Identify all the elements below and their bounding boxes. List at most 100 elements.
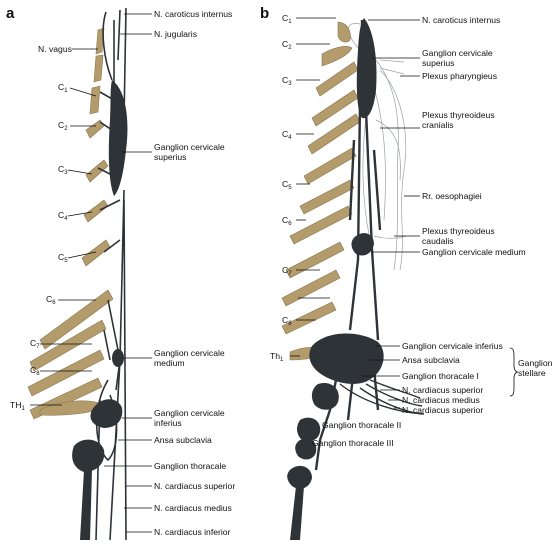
root-main: C bbox=[58, 164, 64, 174]
root-subscript: 8 bbox=[36, 371, 40, 377]
root-label-b-9: Th1 bbox=[270, 351, 284, 363]
panel-b-plexus-fibers bbox=[348, 23, 407, 271]
label-b-card-sup: N. cardiacus superior bbox=[402, 385, 483, 395]
ganglion-cervicale-superius-a bbox=[108, 80, 128, 196]
panel-b-root-labels: C1 C2 C3 C4 C5 C6 C7 C8 Th1 bbox=[270, 13, 292, 363]
root-label-b-4: C4 bbox=[282, 129, 292, 141]
ganglion-thoracale-ii-b bbox=[311, 382, 339, 410]
panel-b-cardiac-nerves bbox=[339, 379, 425, 415]
label-b-gcm: Ganglion cervicale medium bbox=[422, 247, 526, 257]
root-label-b-8: C8 bbox=[282, 315, 292, 327]
panel-a-ganglia bbox=[72, 80, 128, 540]
label-b-card-med: N. cardiacus medius bbox=[402, 395, 480, 405]
label-a-card-med: N. cardiacus medius bbox=[154, 503, 232, 513]
ganglion-cervicale-superius-b bbox=[356, 18, 377, 119]
label-a-ansa: Ansa subclavia bbox=[154, 435, 212, 445]
panel-a-nerve-roots bbox=[27, 27, 114, 420]
panel-b-ganglia bbox=[287, 18, 384, 540]
panel-b: b bbox=[260, 5, 553, 540]
root-main: Th bbox=[270, 351, 280, 361]
root-label-b-6: C6 bbox=[282, 215, 292, 227]
root-subscript: 3 bbox=[64, 170, 68, 176]
panel-a-labels: N. caroticus internus N. jugularis N. va… bbox=[38, 9, 235, 537]
label-a-jugularis: N. jugularis bbox=[154, 29, 197, 39]
stellare-brace bbox=[509, 347, 519, 397]
root-subscript: 8 bbox=[288, 321, 292, 327]
root-subscript: 1 bbox=[288, 19, 292, 25]
root-main: C bbox=[282, 315, 288, 325]
panel-a: a bbox=[6, 5, 235, 541]
root-subscript: 6 bbox=[52, 300, 56, 306]
label-line: Plexus thyreoideus bbox=[422, 226, 495, 236]
ganglion-thoracale-a bbox=[72, 439, 105, 472]
root-label-b-2: C2 bbox=[282, 39, 292, 51]
panel-b-labels: N. caroticus internus Ganglion cervicale… bbox=[312, 15, 553, 448]
ganglion-cervicale-inferius-a bbox=[90, 399, 123, 428]
label-b-gci: Ganglion cervicale inferius bbox=[402, 341, 503, 351]
root-main: C bbox=[282, 179, 288, 189]
label-b-plex-phar: Plexus pharyngieus bbox=[422, 71, 497, 81]
label-a-card-inf: N. cardiacus inferior bbox=[154, 527, 231, 537]
label-line: cranialis bbox=[422, 120, 454, 130]
panel-a-root-labels: C1 C2 C3 C4 C5 C6 C7 C8 TH1 bbox=[10, 82, 68, 412]
label-b-oes: Rr. oesophagiei bbox=[422, 191, 482, 201]
root-subscript: 4 bbox=[288, 135, 292, 141]
label-line: Ganglion cervicale bbox=[154, 348, 225, 358]
ganglion-cervicale-medium-a bbox=[112, 349, 124, 367]
root-main: C bbox=[58, 252, 64, 262]
root-main: C bbox=[282, 265, 288, 275]
root-subscript: 4 bbox=[64, 216, 68, 222]
ganglion-thoracale-iii-b bbox=[295, 438, 317, 460]
root-subscript: 5 bbox=[64, 258, 68, 264]
root-main: C bbox=[282, 13, 288, 23]
label-b-car-int: N. caroticus internus bbox=[422, 15, 500, 25]
root-subscript: 5 bbox=[288, 185, 292, 191]
label-line: superius bbox=[422, 58, 454, 68]
panel-b-leaders bbox=[290, 17, 420, 409]
panel-b-letter: b bbox=[260, 5, 269, 22]
ganglion-cervicale-medium-b bbox=[351, 233, 374, 256]
label-a-card-sup: N. cardiacus superior bbox=[154, 481, 235, 491]
root-label-a-2: C2 bbox=[58, 120, 68, 132]
label-line: superius bbox=[154, 152, 186, 162]
root-label-a-1: C1 bbox=[58, 82, 68, 94]
root-main: C bbox=[46, 294, 52, 304]
label-a-car-int: N. caroticus internus bbox=[154, 9, 232, 19]
label-line: stellare bbox=[518, 368, 546, 378]
root-main: C bbox=[30, 338, 36, 348]
ganglion-stellare-b bbox=[309, 333, 384, 384]
label-line: medium bbox=[154, 358, 185, 368]
label-b-ansa: Ansa subclavia bbox=[402, 355, 460, 365]
panel-a-leaders bbox=[30, 13, 152, 533]
root-main: C bbox=[282, 75, 288, 85]
root-subscript: 6 bbox=[288, 221, 292, 227]
label-b-gth2: Ganglion thoracale II bbox=[322, 420, 401, 430]
root-label-b-5: C5 bbox=[282, 179, 292, 191]
root-label-a-6: C6 bbox=[46, 294, 56, 306]
root-main: C bbox=[58, 120, 64, 130]
label-a-gth: Ganglion thoracale bbox=[154, 461, 226, 471]
root-subscript: 2 bbox=[288, 45, 292, 51]
root-main: C bbox=[282, 129, 288, 139]
root-subscript: 7 bbox=[288, 271, 292, 277]
panel-b-nerve-roots bbox=[281, 21, 361, 361]
root-main: C bbox=[30, 365, 36, 375]
root-main: C bbox=[58, 82, 64, 92]
label-line: Ganglion cervicale bbox=[422, 48, 493, 58]
root-main: C bbox=[282, 215, 288, 225]
root-main: C bbox=[58, 210, 64, 220]
label-line: Ganglion bbox=[518, 358, 553, 368]
root-subscript: 7 bbox=[36, 344, 40, 350]
root-subscript: 1 bbox=[64, 88, 68, 94]
root-subscript: 3 bbox=[288, 81, 292, 87]
root-subscript: 2 bbox=[64, 126, 68, 132]
label-a-vagus: N. vagus bbox=[38, 44, 72, 54]
label-line: Ganglion cervicale bbox=[154, 142, 225, 152]
root-label-a-5: C5 bbox=[58, 252, 68, 264]
